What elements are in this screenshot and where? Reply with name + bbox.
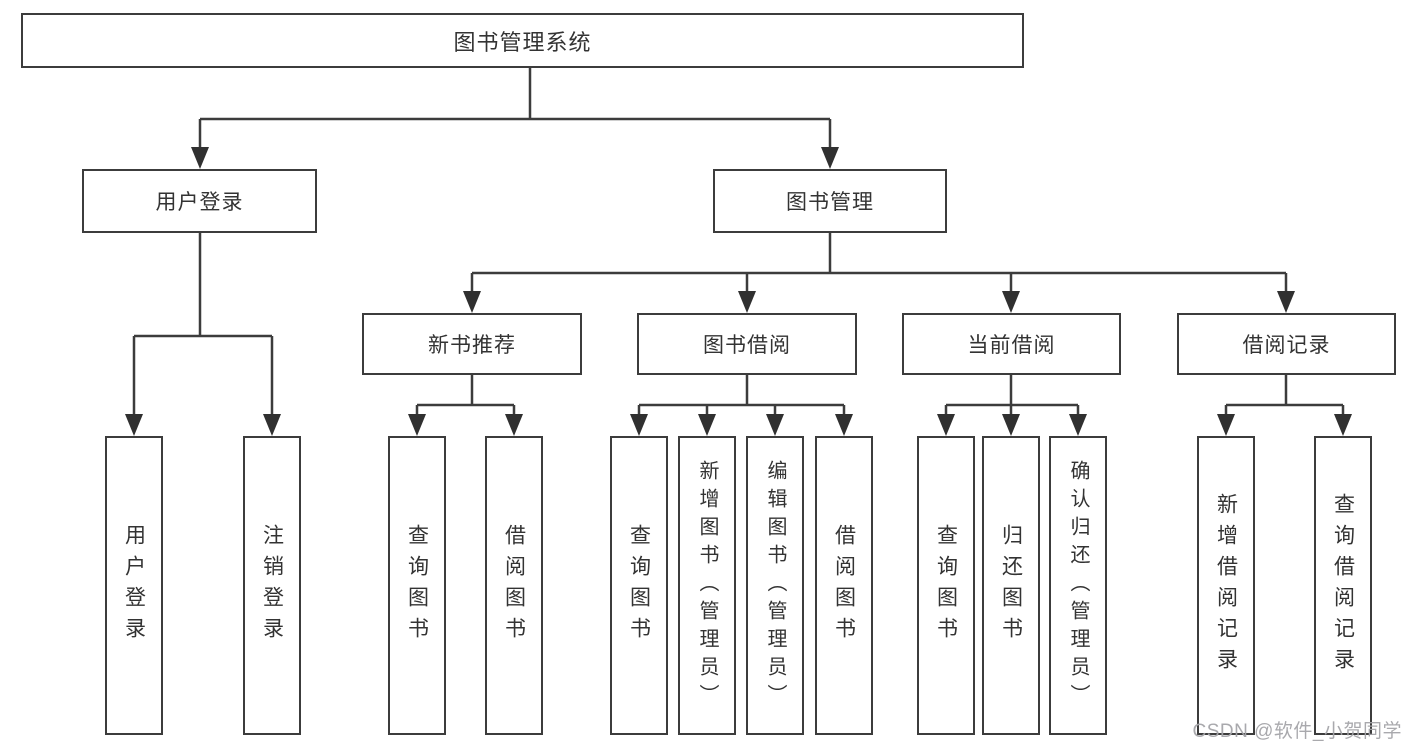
node-user-login: 用户登录	[82, 169, 317, 233]
node-edit-books-admin: 编辑图书（管理员）	[746, 436, 804, 735]
arrowhead	[630, 414, 648, 436]
node-borrow-books-action-label: 借阅图书	[832, 523, 856, 648]
node-query-books-borrow-label: 查询图书	[627, 523, 651, 648]
node-logout-action: 注销登录	[243, 436, 301, 735]
node-add-books-admin-label: 新增图书（管理员）	[696, 459, 718, 712]
node-confirm-return-admin: 确认归还（管理员）	[1049, 436, 1107, 735]
node-add-books-admin: 新增图书（管理员）	[678, 436, 736, 735]
node-user-login-label: 用户登录	[155, 191, 244, 214]
node-user-login-action: 用户登录	[105, 436, 163, 735]
edge-book-borrow-children	[637, 375, 846, 415]
node-edit-books-admin-label: 编辑图书（管理员）	[764, 459, 786, 712]
node-query-books-recommend-label: 查询图书	[405, 523, 429, 648]
node-borrow-books-action: 借阅图书	[815, 436, 873, 735]
node-query-books-recommend: 查询图书	[388, 436, 446, 735]
node-new-book-recommend: 新书推荐	[362, 313, 582, 375]
arrowhead	[835, 414, 853, 436]
arrowhead	[408, 414, 426, 436]
edge-new-book-recommend-children	[415, 375, 516, 415]
node-current-borrow: 当前借阅	[902, 313, 1121, 375]
node-borrow-records-label: 借阅记录	[1242, 334, 1331, 357]
arrowhead	[698, 414, 716, 436]
node-book-management-label: 图书管理	[786, 191, 874, 214]
arrowhead	[937, 414, 955, 436]
node-borrow-books-recommend-label: 借阅图书	[502, 523, 526, 648]
node-query-books-borrow: 查询图书	[610, 436, 668, 735]
arrowhead	[505, 414, 523, 436]
arrowhead	[191, 147, 209, 169]
node-query-borrow-record: 查询借阅记录	[1314, 436, 1372, 735]
node-new-book-recommend-label: 新书推荐	[428, 334, 516, 357]
edge-root-to-level2	[198, 68, 832, 148]
arrowhead	[125, 414, 143, 436]
node-library-management-system-label: 图书管理系统	[453, 29, 592, 55]
node-borrow-records: 借阅记录	[1177, 313, 1396, 375]
node-book-management: 图书管理	[713, 169, 947, 233]
node-query-borrow-record-label: 查询借阅记录	[1331, 492, 1355, 679]
node-book-borrow-label: 图书借阅	[703, 334, 791, 357]
edge-borrow-records-children	[1224, 375, 1345, 415]
node-borrow-books-recommend: 借阅图书	[485, 436, 543, 735]
arrowhead	[1277, 291, 1295, 313]
node-logout-action-label: 注销登录	[260, 523, 284, 648]
node-return-books-label: 归还图书	[999, 523, 1023, 648]
arrowhead	[1002, 414, 1020, 436]
edge-current-borrow-children	[944, 375, 1080, 415]
node-query-books-current-label: 查询图书	[934, 523, 958, 648]
csdn-watermark: CSDN @软件_小贺同学	[1192, 721, 1402, 742]
node-library-management-system: 图书管理系统	[21, 13, 1024, 68]
node-query-books-current: 查询图书	[917, 436, 975, 735]
node-add-borrow-record-label: 新增借阅记录	[1214, 492, 1238, 679]
node-user-login-action-label: 用户登录	[122, 523, 146, 648]
arrowhead	[263, 414, 281, 436]
arrowhead	[1217, 414, 1235, 436]
node-return-books: 归还图书	[982, 436, 1040, 735]
arrowhead	[766, 414, 784, 436]
arrowhead	[1069, 414, 1087, 436]
edge-book-management-children	[470, 233, 1288, 292]
arrowhead	[738, 291, 756, 313]
arrowhead	[463, 291, 481, 313]
arrowhead	[1334, 414, 1352, 436]
arrowhead	[1002, 291, 1020, 313]
arrowhead	[821, 147, 839, 169]
edge-user-login-children	[132, 233, 274, 415]
node-confirm-return-admin-label: 确认归还（管理员）	[1067, 459, 1089, 712]
node-add-borrow-record: 新增借阅记录	[1197, 436, 1255, 735]
node-current-borrow-label: 当前借阅	[967, 334, 1056, 357]
node-book-borrow: 图书借阅	[637, 313, 857, 375]
